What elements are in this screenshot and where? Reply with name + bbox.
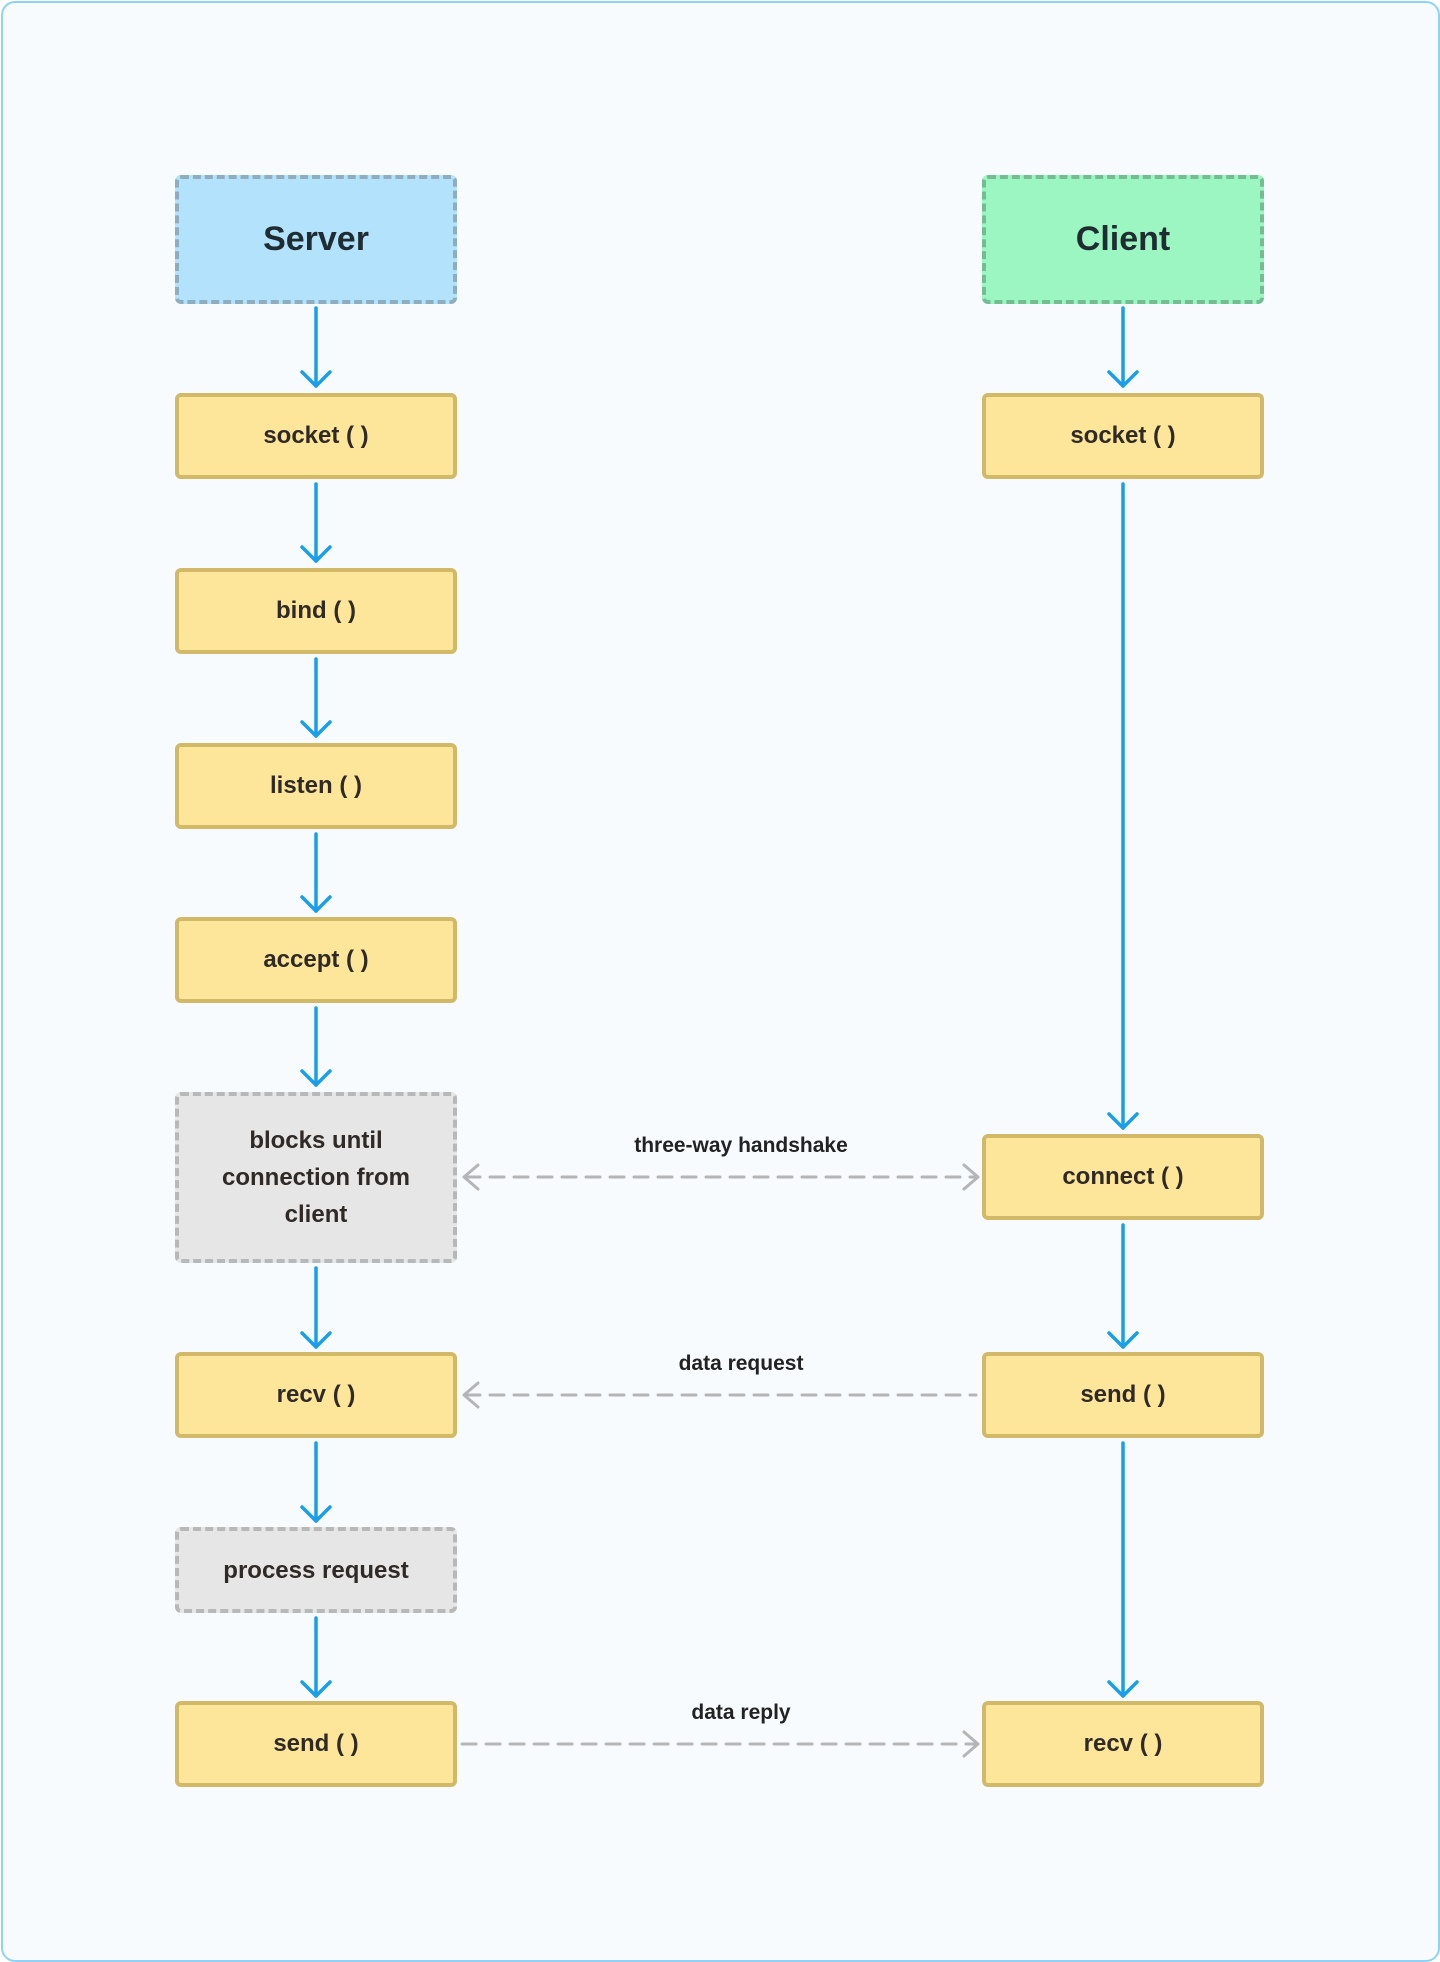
server-wait-label: blocks until connection from client: [221, 1127, 410, 1228]
server-listen-box: listen ( ): [175, 743, 457, 829]
server-recv-box: recv ( ): [175, 1352, 457, 1438]
request-label: data request: [678, 1352, 804, 1375]
server-bind-label: bind ( ): [276, 597, 356, 624]
flow-arrow-server-bind-to-listen: [300, 657, 332, 738]
flow-arrow-server-socket-to-bind: [300, 482, 332, 563]
message-arrow-reply: [460, 1730, 980, 1758]
server-socket-box: socket ( ): [175, 393, 457, 479]
flow-arrow-server-listen-to-accept: [300, 832, 332, 913]
client-send-box: send ( ): [982, 1352, 1264, 1438]
handshake-label: three-way handshake: [634, 1134, 848, 1157]
server-process-box: process request: [175, 1527, 457, 1613]
flow-arrow-client-title-to-socket: [1107, 306, 1139, 388]
client-socket-label: socket ( ): [1070, 422, 1176, 449]
reply-label: data reply: [691, 1701, 791, 1724]
server-bind-box: bind ( ): [175, 568, 457, 654]
flow-arrow-server-process-to-send: [300, 1616, 332, 1698]
client-socket-box: socket ( ): [982, 393, 1264, 479]
message-arrow-request: [462, 1381, 978, 1409]
flow-arrow-server-wait-to-recv: [300, 1266, 332, 1349]
server-title-box: Server: [175, 175, 457, 304]
client-title-box: Client: [982, 175, 1264, 304]
flow-arrow-server-title-to-socket: [300, 306, 332, 388]
server-title: Server: [263, 220, 369, 258]
client-connect-label: connect ( ): [1062, 1163, 1184, 1190]
message-arrow-handshake: [462, 1163, 980, 1191]
server-socket-label: socket ( ): [263, 422, 369, 449]
flow-arrow-server-recv-to-process: [300, 1441, 332, 1523]
server-send-box: send ( ): [175, 1701, 457, 1787]
flow-arrow-client-send-to-recv: [1107, 1441, 1139, 1698]
flow-arrow-server-accept-to-wait: [300, 1006, 332, 1087]
server-process-label: process request: [223, 1556, 409, 1584]
flow-arrow-client-socket-to-connect: [1107, 482, 1139, 1130]
client-recv-box: recv ( ): [982, 1701, 1264, 1787]
server-wait-box: blocks until connection from client: [175, 1092, 457, 1263]
client-recv-label: recv ( ): [1083, 1730, 1163, 1757]
server-send-label: send ( ): [273, 1730, 359, 1757]
client-title: Client: [1075, 220, 1171, 258]
server-listen-label: listen ( ): [269, 772, 362, 799]
client-send-label: send ( ): [1080, 1381, 1166, 1408]
client-connect-box: connect ( ): [982, 1134, 1264, 1220]
server-accept-label: accept ( ): [263, 946, 369, 973]
flow-arrow-client-connect-to-send: [1107, 1223, 1139, 1349]
server-recv-label: recv ( ): [276, 1381, 356, 1408]
server-accept-box: accept ( ): [175, 917, 457, 1003]
